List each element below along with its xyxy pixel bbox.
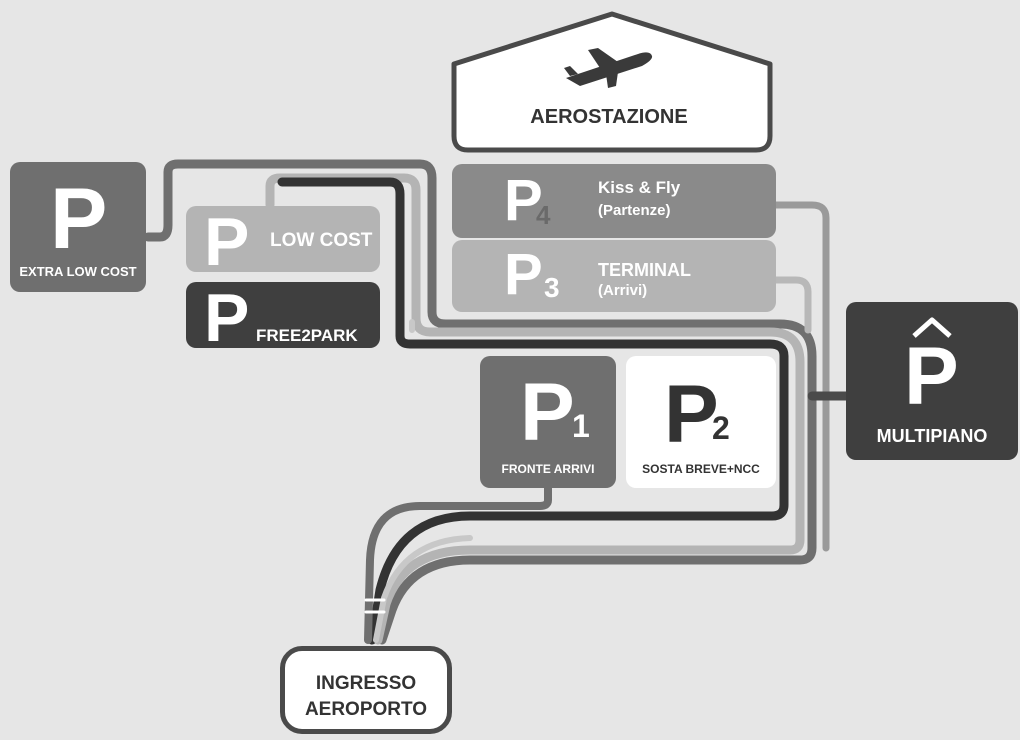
parking-low-cost[interactable]: P LOW COST: [186, 206, 380, 276]
parking-letter: P: [904, 331, 959, 422]
kiss-fly-subtitle: (Partenze): [598, 202, 671, 219]
p3-subtitle: (Arrivi): [598, 282, 648, 299]
parking-kiss-fly[interactable]: P 4 Kiss & Fly (Partenze): [452, 164, 776, 238]
parking-free2park[interactable]: P FREE2PARK: [186, 282, 380, 352]
parking-label: FRONTE ARRIVI: [501, 462, 595, 476]
parking-label: EXTRA LOW COST: [19, 264, 137, 279]
route-kiss-fly: [771, 201, 830, 552]
route-p3: [771, 276, 812, 334]
parking-letter: P: [664, 369, 719, 460]
parking-subscript: 3: [544, 272, 560, 303]
parking-label: SOSTA BREVE+NCC: [642, 462, 760, 476]
kiss-fly-title: Kiss & Fly: [598, 178, 681, 197]
parking-p3[interactable]: P 3 TERMINAL (Arrivi): [452, 240, 776, 312]
entrance-line1: INGRESSO: [315, 673, 417, 694]
parking-label: LOW COST: [270, 230, 373, 251]
parking-p2[interactable]: P 2 SOSTA BREVE+NCC: [626, 356, 776, 488]
p3-title: TERMINAL: [598, 260, 691, 280]
route-free2park: [277, 177, 789, 645]
parking-multipiano[interactable]: P MULTIPIANO: [846, 302, 1018, 460]
entrance-line2: AEROPORTO: [304, 699, 428, 720]
entrance-box[interactable]: INGRESSO AEROPORTO: [280, 646, 452, 734]
airplane-icon: [564, 48, 653, 88]
parking-letter: P: [50, 171, 108, 267]
parking-letter: P: [504, 168, 543, 233]
parking-label: MULTIPIANO: [876, 426, 988, 446]
parking-label: FREE2PARK: [256, 326, 358, 345]
route-p1: [364, 484, 552, 644]
parking-subscript: 1: [572, 408, 590, 444]
route-inner-light: [373, 319, 473, 643]
aerostazione-label: AEROSTAZIONE: [530, 106, 688, 128]
route-extra-low-cost: [143, 159, 817, 645]
parking-subscript: 2: [712, 410, 730, 446]
roof-chevron-icon: [912, 317, 952, 338]
parking-letter: P: [204, 280, 250, 356]
parking-p1[interactable]: P 1 FRONTE ARRIVI: [480, 356, 616, 488]
parking-subscript: 4: [536, 200, 551, 230]
parking-extra-low-cost[interactable]: P EXTRA LOW COST: [10, 162, 146, 292]
parking-letter: P: [204, 204, 250, 280]
parking-letter: P: [520, 367, 575, 458]
parking-letter: P: [504, 242, 543, 307]
